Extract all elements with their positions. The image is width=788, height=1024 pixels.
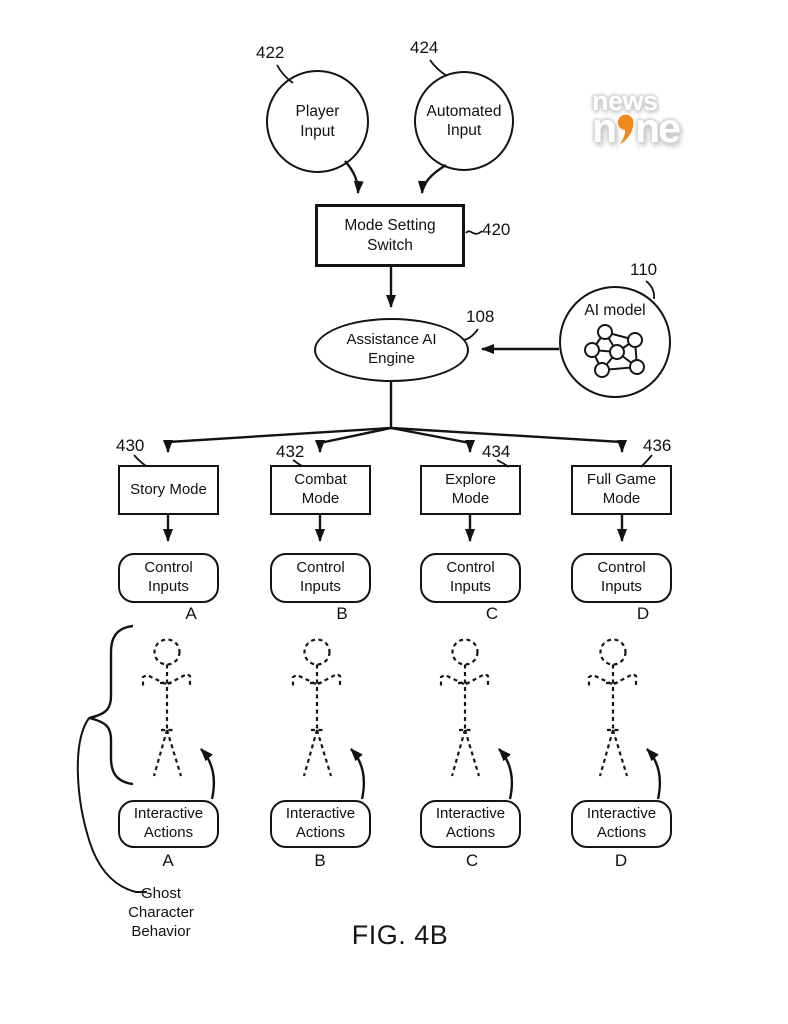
control-inputs-box-c: Control Inputs — [420, 553, 521, 603]
ref-432: 432 — [276, 442, 305, 461]
control-inputs-letter-a: A — [185, 604, 197, 623]
ref-434: 434 — [482, 442, 511, 461]
logo-word-nine: n ne — [592, 105, 681, 152]
mode-setting-switch-box: Mode Setting Switch — [315, 204, 465, 267]
control-inputs-box-b: Control Inputs — [270, 553, 371, 603]
control-inputs-box-a: Control Inputs — [118, 553, 219, 603]
control-inputs-box-d: Control Inputs — [571, 553, 672, 603]
logo-letters-ne: ne — [635, 105, 681, 151]
interactive-actions-box-a: Interactive Actions — [118, 800, 219, 848]
actions-to-figure-arrow — [647, 749, 660, 799]
actions-to-figure-arrow — [201, 749, 214, 799]
assistance-ai-engine-ellipse: Assistance AI Engine — [314, 318, 469, 382]
orange-comma-icon — [617, 111, 634, 152]
dashed-stick-figure-icon — [291, 638, 342, 778]
ref-108: 108 — [466, 307, 495, 326]
full-game-mode-box: Full Game Mode — [571, 465, 672, 515]
dashed-stick-figure-icon — [439, 638, 490, 778]
dashed-stick-figure-icon — [141, 638, 192, 778]
interactive-actions-box-d: Interactive Actions — [571, 800, 672, 848]
ref-424: 424 — [410, 38, 439, 57]
combat-mode-box: Combat Mode — [270, 465, 371, 515]
ghost-character-behavior-label: Ghost Character Behavior — [128, 885, 194, 941]
figure-caption: FIG. 4B — [351, 920, 449, 950]
curly-brace — [88, 624, 134, 786]
control-inputs-letter-c: C — [485, 604, 499, 623]
control-inputs-letter-d: D — [636, 604, 650, 623]
ref-436: 436 — [643, 436, 672, 455]
interactive-actions-letter-a: A — [162, 851, 174, 870]
explore-mode-box: Explore Mode — [420, 465, 521, 515]
news-nine-logo: news n ne — [592, 86, 681, 152]
automated-input-circle: Automated Input — [414, 71, 514, 171]
actions-to-figure-arrow — [351, 749, 364, 799]
interactive-actions-box-c: Interactive Actions — [420, 800, 521, 848]
interactive-actions-letter-c: C — [465, 851, 479, 870]
ref-110: 110 — [630, 260, 658, 279]
interactive-actions-letter-d: D — [614, 851, 628, 870]
player-input-circle: Player Input — [266, 70, 369, 173]
actions-to-figure-arrow — [499, 749, 512, 799]
interactive-actions-box-b: Interactive Actions — [270, 800, 371, 848]
control-inputs-letter-b: B — [336, 604, 348, 623]
logo-letter-n: n — [592, 105, 617, 151]
ref-430: 430 — [116, 436, 145, 455]
story-mode-box: Story Mode — [118, 465, 219, 515]
logo-word-news: news — [592, 86, 658, 116]
ref-422: 422 — [256, 43, 285, 62]
ref-420: 420 — [482, 220, 511, 239]
dashed-stick-figure-icon — [587, 638, 638, 778]
ai-model-label: AI model — [584, 302, 646, 319]
interactive-actions-letter-b: B — [314, 851, 326, 870]
